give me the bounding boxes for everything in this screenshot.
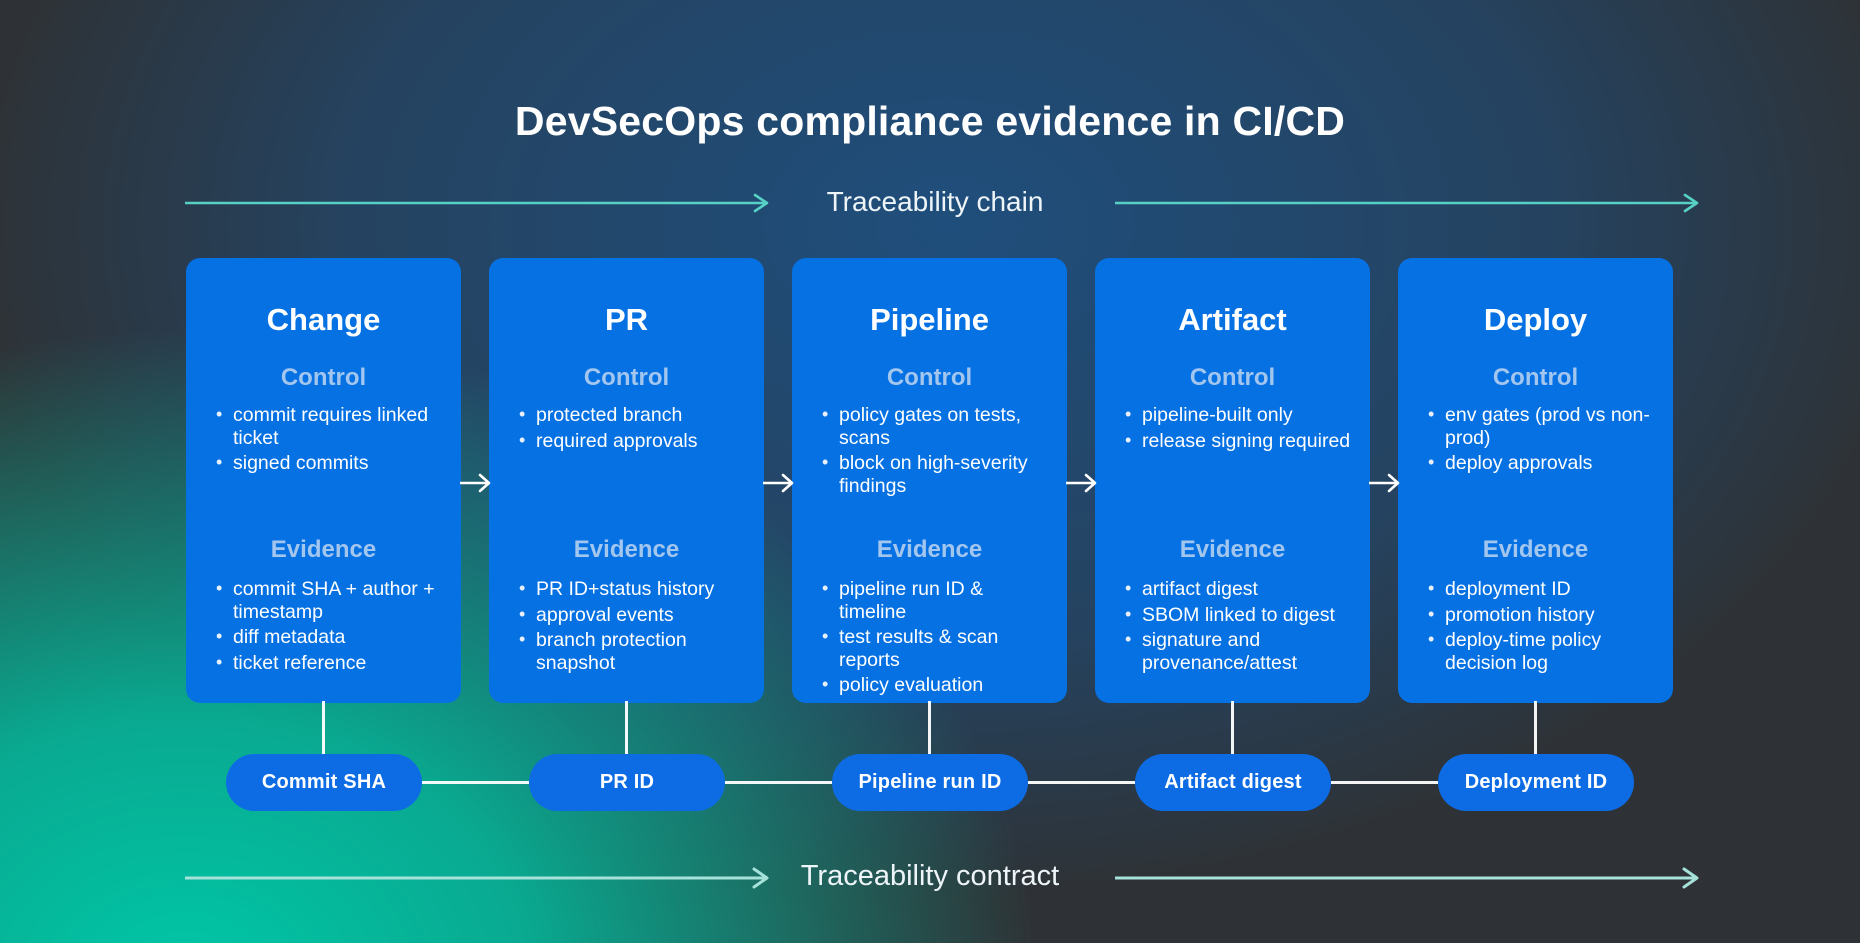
traceability-chain-arrow-left-icon — [185, 193, 769, 213]
control-heading: Control — [583, 364, 670, 391]
page-title: DevSecOps compliance evidence in CI/CD — [514, 98, 1346, 144]
control-heading: Control — [280, 364, 367, 391]
evidence-heading: Evidence — [1179, 536, 1286, 563]
bullet-item: pipeline run ID & timeline — [822, 577, 1053, 623]
control-list: policy gates on tests, scans block on hi… — [792, 403, 1067, 510]
card-link-arrow-icon — [1066, 473, 1097, 493]
control-heading: Control — [1189, 364, 1276, 391]
bullet-item: approval events — [519, 603, 750, 627]
connector-line — [725, 781, 832, 784]
bullet-item: deployment ID — [1428, 577, 1659, 601]
card-link-arrow-icon — [763, 473, 794, 493]
pill-pr-id: PR ID — [529, 754, 725, 811]
evidence-heading: Evidence — [270, 536, 377, 563]
card-link-arrow-icon — [1369, 473, 1400, 493]
pill-artifact-digest: Artifact digest — [1135, 754, 1331, 811]
evidence-list: commit SHA + author + timestamp diff met… — [186, 577, 461, 675]
connector-line — [422, 781, 529, 784]
bullet-item: required approvals — [519, 429, 750, 453]
bullet-item: branch protection snapshot — [519, 628, 750, 674]
bullet-item: policy gates on tests, scans — [822, 403, 1053, 449]
bullet-item: release signing required — [1125, 429, 1356, 453]
control-list: protected branch required approvals — [489, 403, 764, 510]
control-heading: Control — [886, 364, 973, 391]
bullet-item: pipeline-built only — [1125, 403, 1356, 427]
card-title: PR — [604, 302, 649, 337]
evidence-list: pipeline run ID & timeline test results … — [792, 577, 1067, 697]
connector-line — [322, 701, 325, 755]
evidence-heading: Evidence — [1482, 536, 1589, 563]
card-title: Deploy — [1483, 302, 1588, 337]
card-change: Change Control commit requires linked ti… — [186, 258, 461, 703]
card-title: Artifact — [1178, 302, 1287, 337]
traceability-chain-label: Traceability chain — [826, 186, 1044, 217]
card-artifact: Artifact Control pipeline-built only rel… — [1095, 258, 1370, 703]
card-link-arrow-icon — [460, 473, 491, 493]
bullet-item: block on high-severity findings — [822, 451, 1053, 497]
card-title: Change — [266, 302, 381, 337]
connector-line — [625, 701, 628, 755]
bullet-item: SBOM linked to digest — [1125, 603, 1356, 627]
bullet-item: policy evaluation — [822, 673, 1053, 697]
bullet-item: env gates (prod vs non-prod) — [1428, 403, 1659, 449]
control-list: pipeline-built only release signing requ… — [1095, 403, 1370, 510]
bullet-item: signed commits — [216, 451, 447, 475]
bullet-item: test results & scan reports — [822, 625, 1053, 671]
bullet-item: diff metadata — [216, 625, 447, 649]
bullet-item: artifact digest — [1125, 577, 1356, 601]
bullet-item: promotion history — [1428, 603, 1659, 627]
evidence-list: deployment ID promotion history deploy-t… — [1398, 577, 1673, 674]
card-pr: PR Control protected branch required app… — [489, 258, 764, 703]
bullet-item: protected branch — [519, 403, 750, 427]
connector-line — [1331, 781, 1438, 784]
control-list: commit requires linked ticket signed com… — [186, 403, 461, 510]
pill-deployment-id: Deployment ID — [1438, 754, 1634, 811]
bullet-item: deploy-time policy decision log — [1428, 628, 1659, 674]
pill-pipeline-run-id: Pipeline run ID — [832, 754, 1028, 811]
bullet-item: signature and provenance/attest — [1125, 628, 1356, 674]
evidence-list: PR ID+status history approval events bra… — [489, 577, 764, 674]
bullet-item: ticket reference — [216, 651, 447, 675]
bullet-item: commit SHA + author + timestamp — [216, 577, 447, 623]
evidence-heading: Evidence — [573, 536, 680, 563]
bullet-item: PR ID+status history — [519, 577, 750, 601]
connector-line — [928, 701, 931, 755]
bullet-item: deploy approvals — [1428, 451, 1659, 475]
connector-line — [1028, 781, 1135, 784]
evidence-heading: Evidence — [876, 536, 983, 563]
traceability-contract-arrow-right-icon — [1115, 867, 1699, 889]
card-pipeline: Pipeline Control policy gates on tests, … — [792, 258, 1067, 703]
control-list: env gates (prod vs non-prod) deploy appr… — [1398, 403, 1673, 510]
evidence-list: artifact digest SBOM linked to digest si… — [1095, 577, 1370, 674]
control-heading: Control — [1492, 364, 1579, 391]
card-deploy: Deploy Control env gates (prod vs non-pr… — [1398, 258, 1673, 703]
pill-commit-sha: Commit SHA — [226, 754, 422, 811]
card-title: Pipeline — [870, 302, 989, 337]
traceability-chain-arrow-right-icon — [1115, 193, 1699, 213]
connector-line — [1231, 701, 1234, 755]
bullet-item: commit requires linked ticket — [216, 403, 447, 449]
traceability-contract-arrow-left-icon — [185, 867, 769, 889]
connector-line — [1534, 701, 1537, 755]
traceability-contract-label: Traceability contract — [800, 860, 1060, 892]
